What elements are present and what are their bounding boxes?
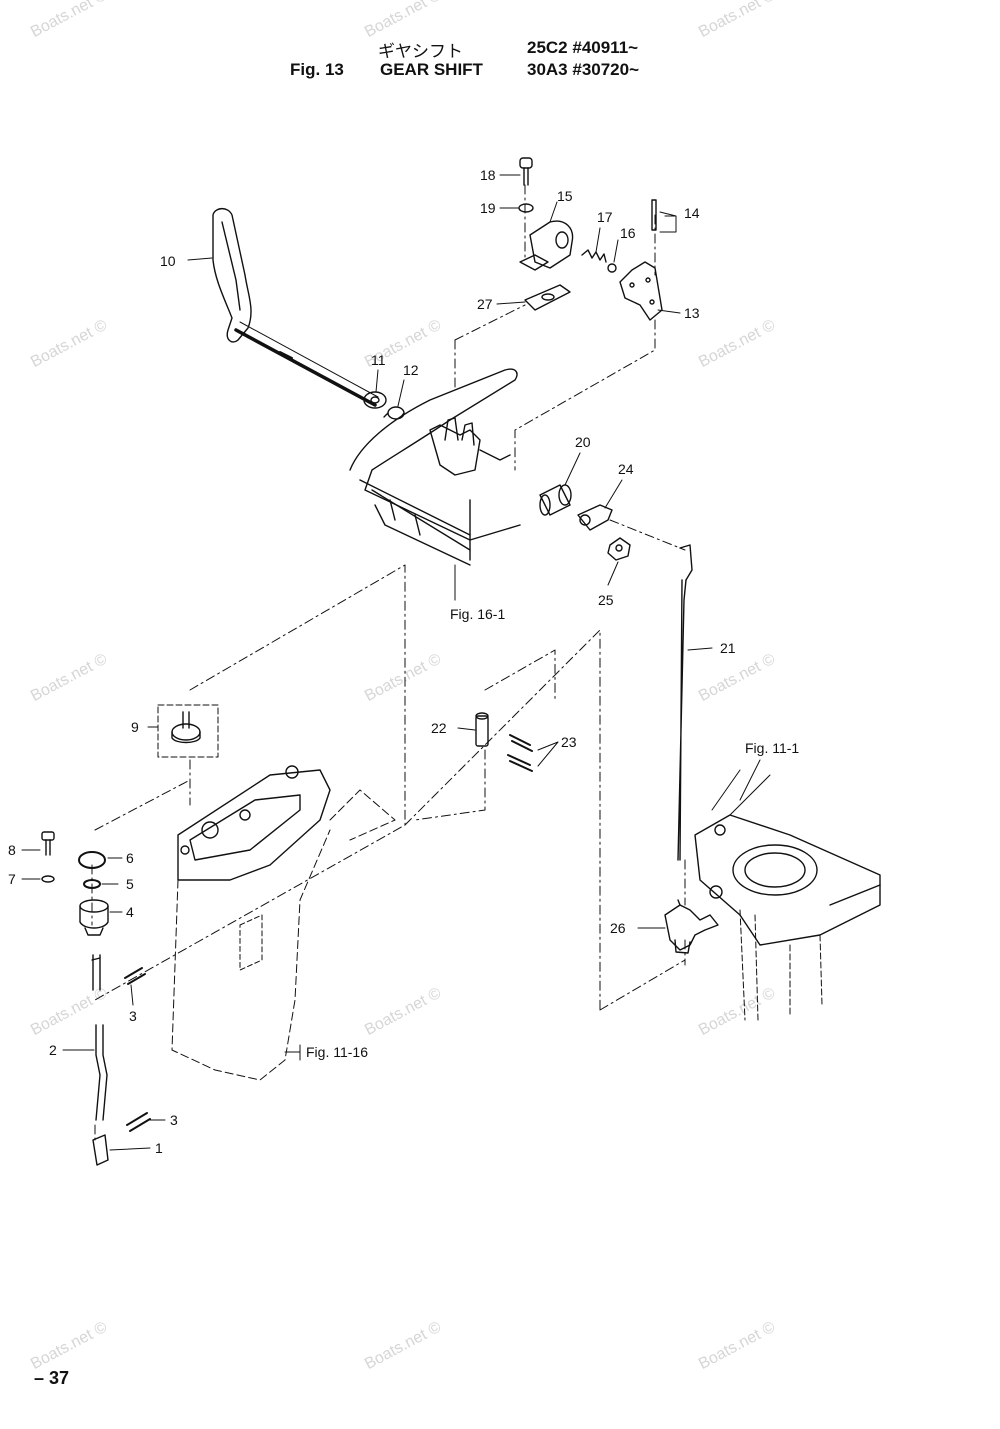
washer-7 bbox=[41, 875, 55, 883]
o-ring-5 bbox=[83, 879, 101, 889]
nut-25 bbox=[607, 537, 631, 561]
bushing-12 bbox=[383, 406, 405, 420]
callout-26: 26 bbox=[610, 920, 626, 936]
callout-13: 13 bbox=[684, 305, 700, 321]
callout-18: 18 bbox=[480, 167, 496, 183]
leader-lines bbox=[21, 174, 741, 1151]
callout-10: 10 bbox=[160, 253, 176, 269]
callout-7: 7 bbox=[8, 871, 16, 887]
callout-21: 21 bbox=[720, 640, 736, 656]
reference-fig-11-1: Fig. 11-1 bbox=[745, 740, 799, 756]
title-english: GEAR SHIFT bbox=[380, 60, 483, 79]
pins-23 bbox=[507, 734, 533, 772]
callout-24: 24 bbox=[618, 461, 634, 477]
shift-rod-21 bbox=[677, 544, 693, 861]
callout-3-lower: 3 bbox=[170, 1112, 178, 1128]
serial-range-1: 25C2 #40911~ bbox=[527, 38, 639, 57]
callout-23: 23 bbox=[561, 734, 577, 750]
reference-fig-16-1: Fig. 16-1 bbox=[450, 606, 505, 622]
upper-casing bbox=[694, 759, 881, 1021]
plate-13 bbox=[619, 261, 663, 321]
ball-16 bbox=[607, 263, 617, 273]
lower-casing bbox=[171, 765, 396, 1081]
callout-25: 25 bbox=[598, 592, 614, 608]
callout-2: 2 bbox=[49, 1042, 57, 1058]
callout-14: 14 bbox=[684, 205, 700, 221]
callout-1: 1 bbox=[155, 1140, 163, 1156]
callout-8: 8 bbox=[8, 842, 16, 858]
bolt-14 bbox=[651, 199, 657, 231]
collar-22 bbox=[475, 712, 489, 747]
serial-range-2: 30A3 #30720~ bbox=[527, 60, 640, 79]
callout-6: 6 bbox=[126, 850, 134, 866]
callout-3-upper: 3 bbox=[129, 1008, 137, 1024]
bolt-8 bbox=[41, 831, 55, 856]
callout-20: 20 bbox=[575, 434, 591, 450]
callout-22: 22 bbox=[431, 720, 447, 736]
seal-4 bbox=[79, 899, 109, 936]
title-japanese: ギヤシフト bbox=[378, 42, 463, 61]
o-ring-6 bbox=[78, 851, 106, 869]
link-24 bbox=[577, 504, 613, 531]
holder-15 bbox=[519, 220, 574, 271]
gasket-27 bbox=[524, 284, 571, 311]
shift-lever-26 bbox=[664, 899, 719, 954]
callout-4: 4 bbox=[126, 904, 134, 920]
page-number: – 37 bbox=[34, 1368, 70, 1388]
grommet-9 bbox=[157, 704, 219, 758]
callout-9: 9 bbox=[131, 719, 139, 735]
washer-11 bbox=[363, 391, 387, 409]
cowling-bracket bbox=[349, 368, 521, 601]
callout-15: 15 bbox=[557, 188, 573, 204]
reference-fig-11-16: Fig. 11-16 bbox=[306, 1044, 368, 1060]
callout-numbers: 10 18 19 15 17 16 14 13 27 11 12 20 24 2… bbox=[8, 167, 799, 1156]
callout-17: 17 bbox=[597, 209, 613, 225]
callout-12: 12 bbox=[403, 362, 419, 378]
callout-11: 11 bbox=[371, 352, 386, 368]
shift-lever bbox=[212, 207, 379, 407]
callout-5: 5 bbox=[126, 876, 134, 892]
pin-3-upper bbox=[124, 967, 146, 985]
bolt-18 bbox=[519, 157, 533, 186]
assembly-guide-lines bbox=[91, 184, 686, 1141]
callout-19: 19 bbox=[480, 200, 496, 216]
washer-19 bbox=[518, 203, 534, 213]
collar-20 bbox=[539, 484, 572, 516]
shift-cam-1 bbox=[92, 1134, 109, 1166]
spring-17 bbox=[581, 249, 607, 263]
callout-16: 16 bbox=[620, 225, 636, 241]
pin-3-lower bbox=[126, 1112, 151, 1132]
figure-label: Fig. 13 bbox=[290, 60, 344, 79]
shift-shaft-2 bbox=[91, 954, 108, 1121]
callout-27: 27 bbox=[477, 296, 493, 312]
